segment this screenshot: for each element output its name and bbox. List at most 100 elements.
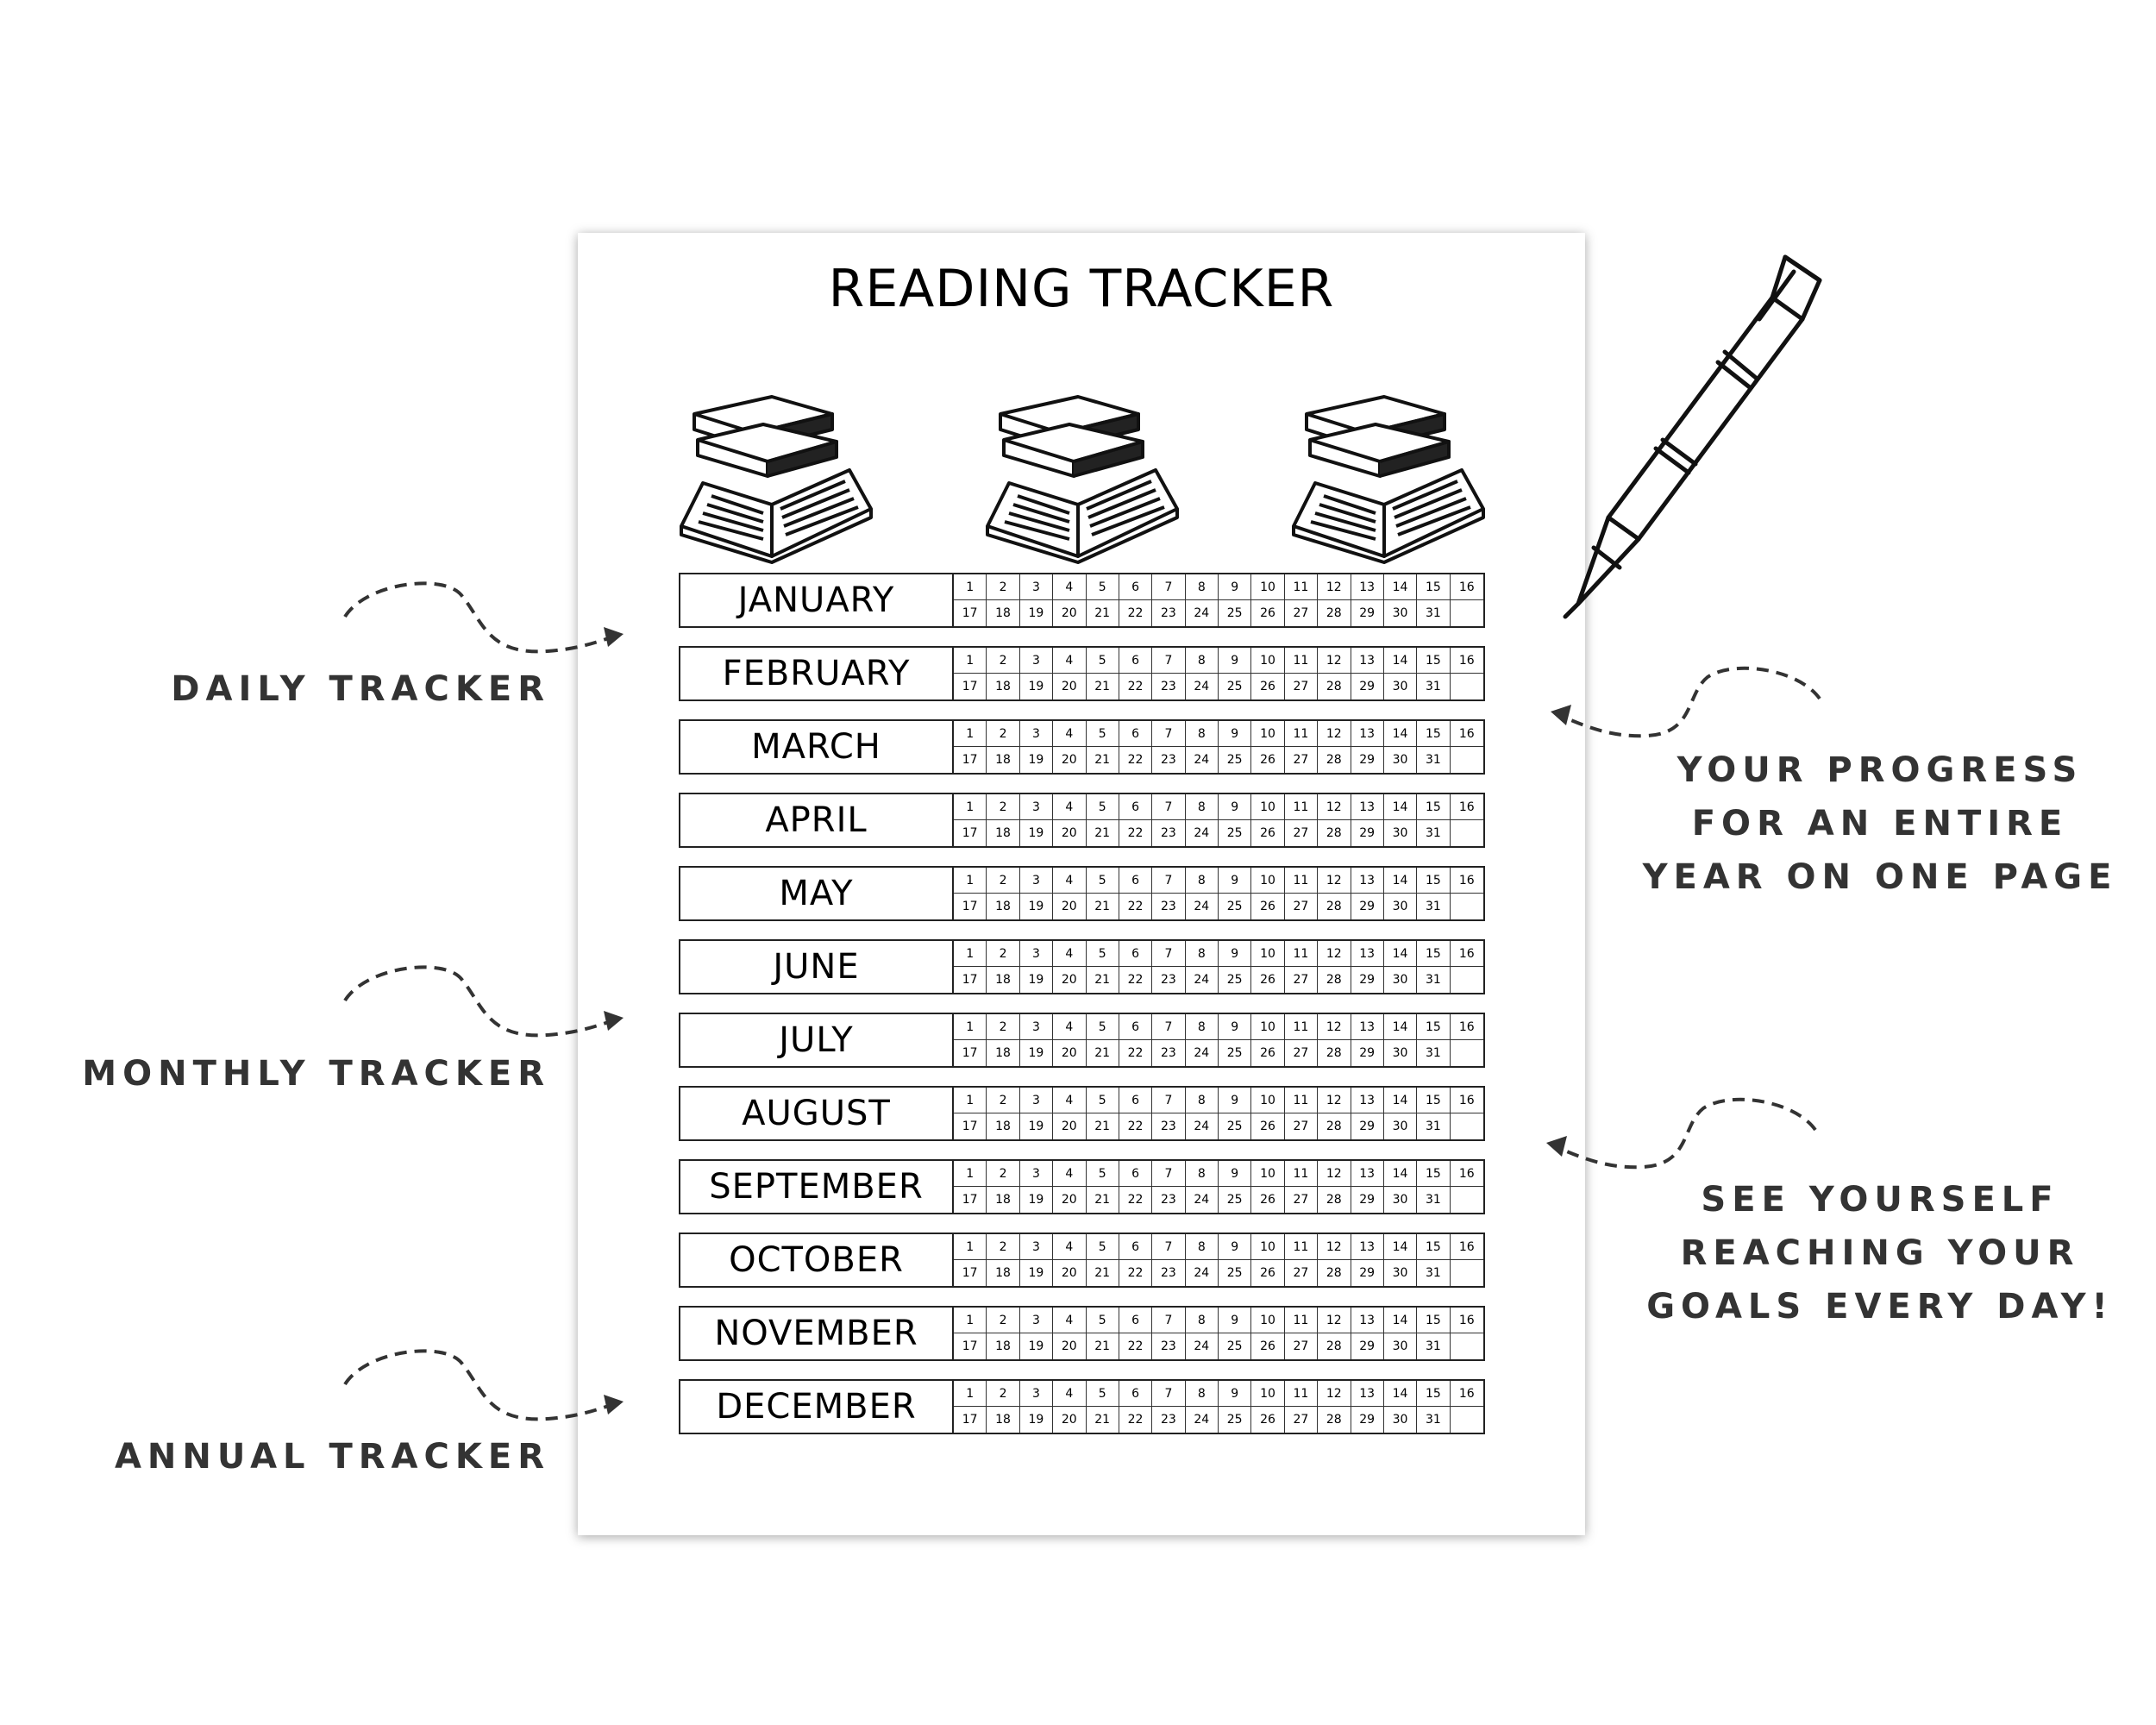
day-cell[interactable]: 16 [1450, 941, 1483, 967]
day-cell[interactable]: 13 [1351, 1161, 1384, 1187]
day-cell[interactable]: 21 [1087, 894, 1119, 919]
day-cell[interactable]: 14 [1383, 1014, 1418, 1040]
day-cell[interactable]: 25 [1219, 820, 1252, 846]
day-cell[interactable]: 30 [1384, 1333, 1418, 1359]
day-cell[interactable]: 15 [1417, 1381, 1451, 1407]
day-cell[interactable]: 16 [1450, 1234, 1483, 1260]
day-cell[interactable]: 22 [1119, 1113, 1153, 1139]
day-cell[interactable]: 4 [1053, 1234, 1087, 1260]
day-cell[interactable]: 3 [1019, 1234, 1054, 1260]
day-cell[interactable]: 17 [954, 600, 987, 626]
day-cell[interactable]: 28 [1318, 894, 1351, 919]
day-cell[interactable]: 29 [1351, 894, 1384, 919]
day-cell[interactable]: 14 [1383, 794, 1418, 820]
day-cell[interactable]: 26 [1251, 674, 1285, 699]
day-cell[interactable]: 1 [954, 941, 987, 967]
day-cell[interactable]: 30 [1384, 600, 1418, 626]
day-cell[interactable]: 1 [954, 1308, 987, 1333]
day-cell[interactable]: 4 [1053, 1381, 1087, 1407]
day-cell[interactable]: 14 [1383, 868, 1418, 894]
day-cell[interactable]: 28 [1318, 600, 1351, 626]
day-cell[interactable]: 21 [1087, 1113, 1119, 1139]
day-cell[interactable]: 25 [1219, 1333, 1252, 1359]
day-cell[interactable]: 19 [1020, 747, 1054, 773]
day-cell[interactable]: 29 [1351, 747, 1384, 773]
day-cell[interactable] [1451, 600, 1483, 626]
day-cell[interactable]: 19 [1020, 600, 1054, 626]
day-cell[interactable]: 5 [1086, 1308, 1119, 1333]
day-cell[interactable]: 29 [1351, 600, 1384, 626]
day-cell[interactable] [1451, 967, 1483, 993]
day-cell[interactable]: 2 [987, 1014, 1020, 1040]
day-cell[interactable]: 22 [1119, 600, 1153, 626]
day-cell[interactable]: 20 [1053, 747, 1087, 773]
day-cell[interactable]: 14 [1383, 941, 1418, 967]
day-cell[interactable]: 30 [1384, 1187, 1418, 1213]
day-cell[interactable]: 16 [1450, 648, 1483, 674]
day-cell[interactable]: 26 [1251, 894, 1285, 919]
day-cell[interactable]: 23 [1152, 967, 1186, 993]
day-cell[interactable]: 18 [987, 894, 1020, 919]
day-cell[interactable]: 23 [1152, 1333, 1186, 1359]
day-cell[interactable]: 6 [1119, 648, 1153, 674]
day-cell[interactable]: 19 [1020, 820, 1054, 846]
day-cell[interactable]: 7 [1152, 1088, 1186, 1113]
day-cell[interactable]: 23 [1152, 674, 1186, 699]
day-cell[interactable]: 14 [1383, 1234, 1418, 1260]
day-cell[interactable]: 20 [1053, 1113, 1087, 1139]
day-cell[interactable]: 28 [1318, 1260, 1351, 1286]
day-cell[interactable]: 30 [1384, 1260, 1418, 1286]
day-cell[interactable]: 3 [1019, 1088, 1054, 1113]
day-cell[interactable]: 26 [1251, 1260, 1285, 1286]
day-cell[interactable]: 3 [1019, 1308, 1054, 1333]
day-cell[interactable]: 8 [1185, 1014, 1219, 1040]
day-cell[interactable]: 27 [1285, 600, 1319, 626]
day-cell[interactable]: 29 [1351, 1407, 1384, 1433]
day-cell[interactable]: 6 [1119, 1234, 1153, 1260]
day-cell[interactable]: 11 [1284, 1381, 1319, 1407]
day-cell[interactable] [1451, 1113, 1483, 1139]
day-cell[interactable]: 18 [987, 1407, 1020, 1433]
day-cell[interactable]: 25 [1219, 894, 1252, 919]
day-cell[interactable]: 10 [1251, 1088, 1285, 1113]
day-cell[interactable]: 24 [1186, 1113, 1219, 1139]
day-cell[interactable]: 19 [1020, 1040, 1054, 1066]
day-cell[interactable]: 16 [1450, 794, 1483, 820]
day-cell[interactable]: 12 [1318, 574, 1351, 600]
day-cell[interactable]: 11 [1284, 721, 1319, 747]
day-cell[interactable]: 10 [1251, 794, 1285, 820]
day-cell[interactable]: 15 [1417, 721, 1451, 747]
day-cell[interactable]: 29 [1351, 1333, 1384, 1359]
day-cell[interactable]: 15 [1417, 794, 1451, 820]
day-cell[interactable]: 22 [1119, 1333, 1153, 1359]
day-cell[interactable]: 15 [1417, 1308, 1451, 1333]
day-cell[interactable]: 24 [1186, 1333, 1219, 1359]
day-cell[interactable]: 2 [987, 1308, 1020, 1333]
day-cell[interactable]: 2 [987, 574, 1020, 600]
day-cell[interactable]: 19 [1020, 1260, 1054, 1286]
day-cell[interactable]: 22 [1119, 820, 1153, 846]
day-cell[interactable]: 13 [1351, 868, 1384, 894]
day-cell[interactable]: 30 [1384, 1040, 1418, 1066]
day-cell[interactable]: 2 [987, 721, 1020, 747]
day-cell[interactable]: 19 [1020, 1333, 1054, 1359]
day-cell[interactable]: 1 [954, 868, 987, 894]
day-cell[interactable]: 28 [1318, 1407, 1351, 1433]
day-cell[interactable]: 16 [1450, 1381, 1483, 1407]
day-cell[interactable]: 31 [1417, 1260, 1451, 1286]
day-cell[interactable]: 21 [1087, 1407, 1119, 1433]
day-cell[interactable]: 1 [954, 648, 987, 674]
day-cell[interactable]: 16 [1450, 1088, 1483, 1113]
day-cell[interactable]: 15 [1417, 941, 1451, 967]
day-cell[interactable]: 5 [1086, 721, 1119, 747]
day-cell[interactable]: 19 [1020, 967, 1054, 993]
day-cell[interactable]: 26 [1251, 600, 1285, 626]
day-cell[interactable]: 5 [1086, 1014, 1119, 1040]
day-cell[interactable]: 4 [1053, 868, 1087, 894]
day-cell[interactable]: 14 [1383, 1381, 1418, 1407]
day-cell[interactable]: 1 [954, 794, 987, 820]
day-cell[interactable]: 23 [1152, 1260, 1186, 1286]
day-cell[interactable]: 16 [1450, 868, 1483, 894]
day-cell[interactable]: 30 [1384, 820, 1418, 846]
day-cell[interactable]: 25 [1219, 967, 1252, 993]
